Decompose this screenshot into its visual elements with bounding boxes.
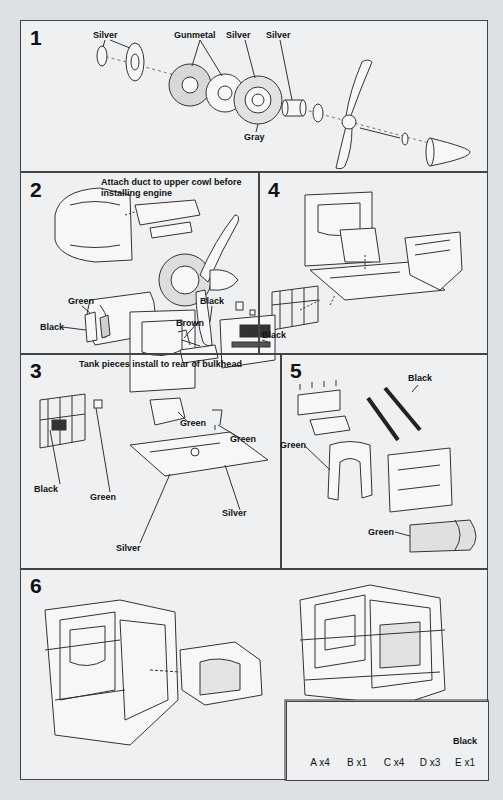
part-count: A x4 xyxy=(310,757,329,768)
step-number: 5 xyxy=(290,359,302,383)
color-callout: Silver xyxy=(226,30,251,40)
color-callout: Green xyxy=(280,440,306,450)
part-count: E x1 xyxy=(455,757,475,768)
step-panel: 3 Tank pieces install to rear of bulkhead xyxy=(20,353,282,570)
color-callout: Silver xyxy=(116,543,141,553)
part-count: C x4 xyxy=(384,757,405,768)
step-number: 4 xyxy=(268,178,280,202)
color-callout: Green xyxy=(90,492,116,502)
part-count: B x1 xyxy=(347,757,367,768)
color-callout: Black xyxy=(40,322,64,332)
part-count: D x3 xyxy=(420,757,441,768)
color-callout: Brown xyxy=(176,318,204,328)
color-callout: Green xyxy=(68,296,94,306)
color-callout: Silver xyxy=(93,30,118,40)
step-number: 3 xyxy=(30,359,42,383)
step-panel: 1 xyxy=(20,20,488,172)
step-number: 2 xyxy=(30,178,42,202)
parts-key-box: A x4 B x1 C x4 D x3 Black E x1 xyxy=(286,701,489,781)
color-callout: Black xyxy=(262,330,286,340)
color-callout: Gunmetal xyxy=(174,30,216,40)
color-callout: Black xyxy=(408,373,432,383)
color-callout: Green xyxy=(180,418,206,428)
color-callout: Green xyxy=(368,527,394,537)
step-number: 6 xyxy=(30,574,42,598)
step-panel: 6 A x4 B x1 C x4 D x3 Black E x1 xyxy=(20,568,488,780)
instruction-note: Attach duct to upper cowl before install… xyxy=(101,177,253,199)
color-callout: Green xyxy=(230,434,256,444)
color-callout: Silver xyxy=(266,30,291,40)
instruction-note: Tank pieces install to rear of bulkhead xyxy=(79,359,242,370)
color-callout: Black xyxy=(200,296,224,306)
color-callout: Silver xyxy=(222,508,247,518)
step-number: 1 xyxy=(30,26,42,50)
color-callout: Gray xyxy=(244,132,265,142)
part-count: Black xyxy=(453,736,477,746)
step-panel: 5 xyxy=(280,353,488,570)
color-callout: Black xyxy=(34,484,58,494)
step-panel: 4 xyxy=(258,172,488,355)
